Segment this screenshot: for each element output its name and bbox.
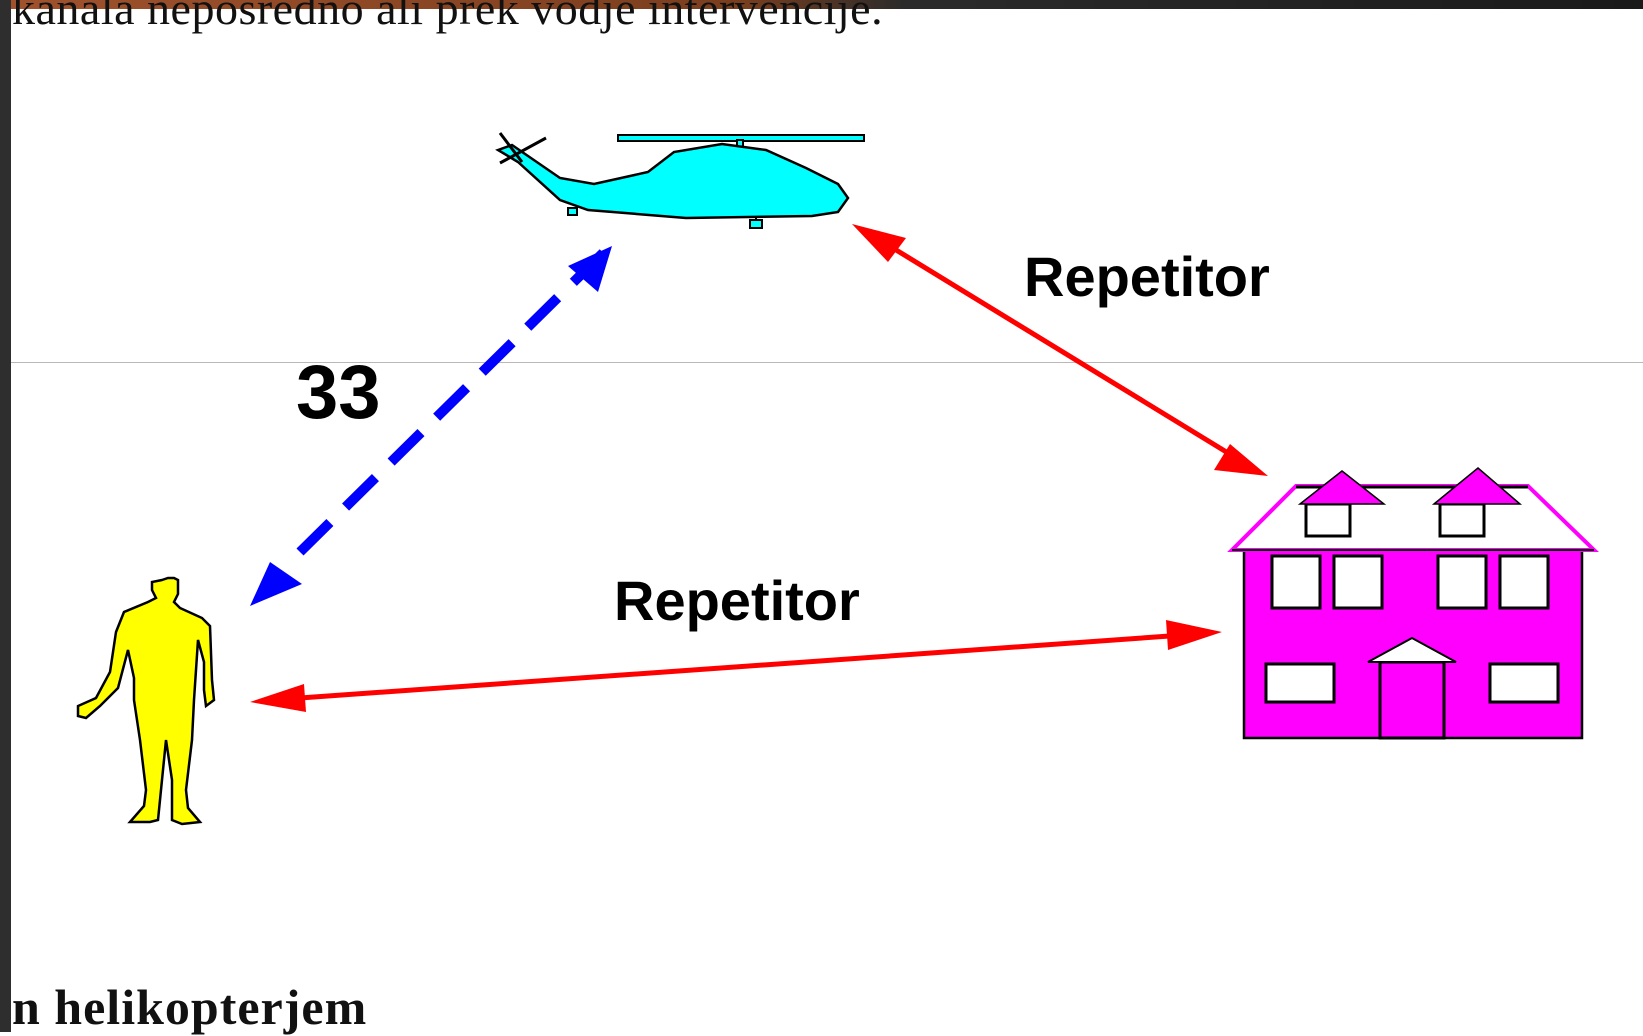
building-icon — [1227, 467, 1599, 740]
repeater-arrowhead-building — [1214, 444, 1268, 476]
person-icon — [76, 576, 216, 826]
repeater-arrowhead-building-bottom — [1166, 620, 1222, 650]
helicopter-body — [495, 142, 850, 220]
repeater-arrowhead-helicopter — [852, 224, 906, 262]
helicopter-icon — [495, 132, 865, 229]
header-text: kanala neposredno ali prek vodje interve… — [12, 0, 884, 34]
repeater-link-person-building — [271, 631, 1199, 703]
direct-link-arrowhead-person — [250, 562, 302, 606]
building-door — [1378, 660, 1446, 740]
left-border — [0, 0, 11, 1032]
repeater-label-bottom: Repetitor — [614, 569, 860, 632]
building-roof — [1227, 484, 1599, 552]
repeater-label-top: Repetitor — [1024, 245, 1270, 308]
window-top-strip — [0, 0, 1643, 9]
channel-label: 33 — [296, 350, 381, 435]
footer-text: n helikopterjem — [12, 979, 368, 1035]
direct-link-arrowhead-helicopter — [568, 246, 612, 292]
horizontal-divider — [11, 362, 1643, 363]
repeater-link-helicopter-building — [868, 231, 1248, 467]
direct-link-arrow — [296, 248, 608, 556]
repeater-arrowhead-person — [250, 684, 306, 712]
